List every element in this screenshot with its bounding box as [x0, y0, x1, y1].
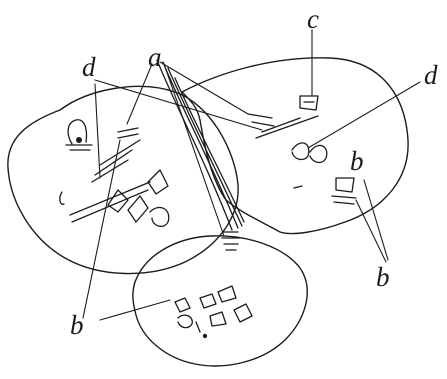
label-b-lower: b: [376, 262, 390, 292]
left-cell-chromosomes: [60, 120, 169, 227]
bottom-cell-chromosomes: [175, 232, 252, 338]
label-a: a: [148, 42, 162, 72]
label-b-left: b: [70, 310, 84, 340]
right-cell-chromosomes: [248, 96, 356, 204]
label-d-right: d: [424, 60, 438, 90]
leader-lines: [83, 30, 420, 320]
label-c: c: [307, 4, 319, 34]
cell-outline-left: [8, 86, 238, 273]
label-b-upper: b: [350, 146, 364, 176]
label-d: d: [82, 52, 96, 82]
cell-outline-bottom: [133, 236, 307, 366]
